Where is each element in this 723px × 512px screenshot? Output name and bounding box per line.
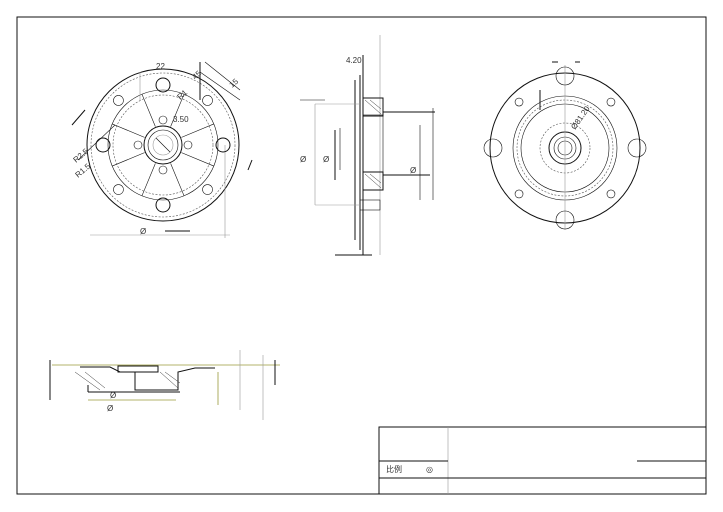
dim-diameter-inner: Ø [323, 155, 329, 164]
bolt-hole [514, 189, 524, 199]
lug [627, 138, 647, 158]
dim-15: 15 [228, 77, 241, 90]
dim-diameter-outer: Ø [300, 155, 306, 164]
lug [555, 66, 575, 86]
bolt-hole [113, 184, 124, 195]
slot [155, 197, 171, 213]
rib-line [181, 152, 214, 167]
projection-symbol: ◎ [426, 465, 433, 474]
slot [95, 137, 111, 153]
bolt-hole [606, 97, 616, 107]
title-block: 比例 ◎ [378, 426, 707, 495]
small-hole [158, 115, 168, 125]
bolt-hole [514, 97, 524, 107]
dim-diameter: Ø [140, 227, 146, 236]
small-hole [183, 140, 193, 150]
lug [483, 138, 503, 158]
rib-line [170, 94, 185, 127]
rear-view: Ø81.20 [483, 61, 647, 230]
dim-r1: R1 [176, 88, 190, 102]
rib-line [112, 123, 145, 138]
side-section-view: 4.20 Ø Ø Ø [300, 35, 435, 256]
dim-diameter-2: Ø [107, 404, 113, 413]
rib-line [141, 94, 156, 127]
bottom-section-view: Ø Ø [49, 350, 280, 420]
small-hole [133, 140, 143, 150]
small-hole [158, 165, 168, 175]
bolt-hole [202, 184, 213, 195]
bolt-hole [606, 189, 616, 199]
rib-line [141, 163, 156, 196]
sheet-border [16, 16, 707, 495]
rib-line [170, 163, 185, 196]
slot [215, 137, 231, 153]
dim-4-20: 4.20 [346, 56, 362, 65]
bolt-hole [202, 95, 213, 106]
dim-diameter-1: Ø [110, 391, 116, 400]
scale-label: 比例 [386, 464, 402, 474]
dim-r2-5: R2.5 [72, 146, 91, 164]
bolt-hole [113, 95, 124, 106]
dim-22: 22 [156, 62, 165, 71]
slot [155, 77, 171, 93]
dim-3-50: 3.50 [173, 115, 189, 124]
dim-81-20: Ø81.20 [569, 104, 592, 131]
rib-line [112, 152, 145, 167]
lug [555, 210, 575, 230]
rib-line [181, 123, 214, 138]
front-view: 22 45 15 R1 3.50 R2.5 R1.5 Ø [72, 61, 253, 238]
dim-diameter-hub: Ø [410, 166, 416, 175]
